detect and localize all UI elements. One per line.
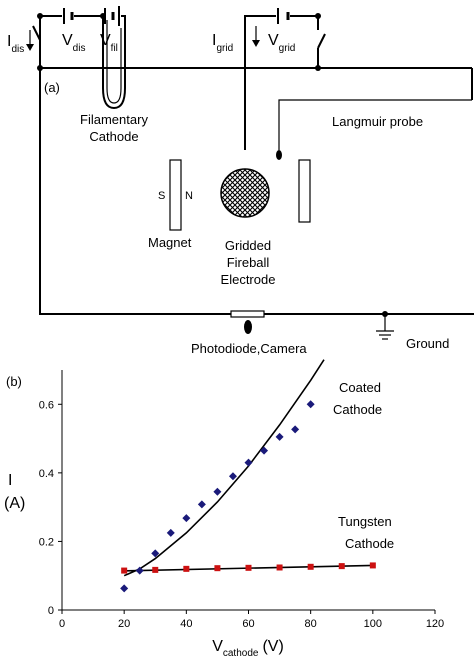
vgrid-label: Vgrid <box>268 32 295 54</box>
point-0-5 <box>197 500 206 509</box>
y-tick-label-3: 0.6 <box>39 399 54 411</box>
x-tick-label-6: 120 <box>426 618 444 630</box>
point-1-8 <box>369 562 376 569</box>
point-0-8 <box>244 458 253 467</box>
x-axis-label: Vcathode(V) <box>212 638 284 659</box>
gridded-electrode <box>220 168 270 218</box>
x-tick-label-0: 0 <box>59 618 65 630</box>
langmuir-probe-label: Langmuir probe <box>332 114 423 129</box>
x-tick-label-1: 20 <box>118 618 130 630</box>
point-0-9 <box>260 446 269 455</box>
filament-label-line1: Filamentary <box>80 112 148 127</box>
axis-ticks: 0 20 40 60 80 100 120 0 0.2 0.4 0.6 <box>39 399 444 630</box>
point-1-3 <box>214 565 221 572</box>
x-tick-label-5: 100 <box>364 618 382 630</box>
idis-arrow <box>26 30 34 51</box>
photodiode-window <box>230 310 265 318</box>
node-dis-top <box>37 13 43 19</box>
point-0-7 <box>228 472 237 481</box>
point-0-0 <box>120 584 129 593</box>
electrode-label-line3: Electrode <box>221 272 276 287</box>
chart: (b) I (A) Vcathode(V) Coated Cathode Tun… <box>4 359 444 659</box>
igrid-arrow <box>252 26 260 47</box>
point-0-10 <box>275 432 284 441</box>
vdis-label: Vdis <box>62 32 85 54</box>
x-tick-label-2: 40 <box>180 618 192 630</box>
legend-coated-line1: Coated <box>339 380 381 395</box>
node-fil <box>100 13 106 19</box>
fit-line-0 <box>123 359 325 577</box>
point-1-0 <box>121 567 128 574</box>
magnet-pole-n: N <box>185 190 193 202</box>
point-0-11 <box>291 425 300 434</box>
ground-label: Ground <box>406 336 449 351</box>
electrode-label-line2: Fireball <box>227 255 270 270</box>
point-0-3 <box>166 528 175 537</box>
vdis-battery <box>63 8 74 24</box>
electrode-label-line1: Gridded <box>225 238 271 253</box>
ground-symbol <box>376 314 394 340</box>
vfil-label: Vfil <box>100 32 118 54</box>
y-axis-unit: (A) <box>4 495 25 512</box>
point-1-1 <box>152 566 159 573</box>
langmuir-probe-tip <box>276 150 282 160</box>
legend-tungsten-line2: Cathode <box>345 536 394 551</box>
discharge-circuit-wire <box>39 15 126 68</box>
x-tick-label-3: 60 <box>242 618 254 630</box>
node-grid-top <box>315 13 321 19</box>
vgrid-battery <box>277 8 290 24</box>
chamber-outline <box>39 67 474 315</box>
igrid-label: Igrid <box>212 32 233 54</box>
opposite-plate <box>298 159 311 223</box>
point-1-2 <box>183 565 190 572</box>
y-axis-symbol: I <box>8 472 12 489</box>
point-0-12 <box>306 400 315 409</box>
grid-switch <box>317 33 326 49</box>
chart-marks <box>120 359 376 593</box>
magnet <box>169 159 182 231</box>
point-0-1 <box>135 566 144 575</box>
panel-a-label: (a) <box>44 80 60 95</box>
point-0-6 <box>213 487 222 496</box>
idis-label: Idis <box>7 33 24 55</box>
y-tick-label-0: 0 <box>48 605 54 617</box>
x-tick-label-4: 80 <box>305 618 317 630</box>
node-dis-left <box>37 65 43 71</box>
discharge-switch <box>32 25 41 41</box>
langmuir-probe-wire <box>278 99 472 150</box>
schematic: Idis Vdis Vfil Igrid Vgrid (a) Filamenta… <box>7 6 474 356</box>
filament-loop <box>102 16 126 110</box>
filament-label-line2: Cathode <box>89 129 138 144</box>
point-1-6 <box>307 563 314 570</box>
photodiode-label: Photodiode,Camera <box>191 341 307 356</box>
legend-coated-line2: Cathode <box>333 402 382 417</box>
point-0-4 <box>182 514 191 523</box>
y-tick-label-1: 0.2 <box>39 536 54 548</box>
point-1-7 <box>338 563 345 570</box>
point-1-5 <box>276 564 283 571</box>
photodiode <box>244 320 252 334</box>
point-1-4 <box>245 564 252 571</box>
panel-b-label: (b) <box>6 374 22 389</box>
magnet-pole-s: S <box>158 190 165 202</box>
magnet-label: Magnet <box>148 235 192 250</box>
legend-tungsten-line1: Tungsten <box>338 514 392 529</box>
point-0-2 <box>151 549 160 558</box>
node-grid-bottom <box>315 65 321 71</box>
y-tick-label-2: 0.4 <box>39 468 54 480</box>
